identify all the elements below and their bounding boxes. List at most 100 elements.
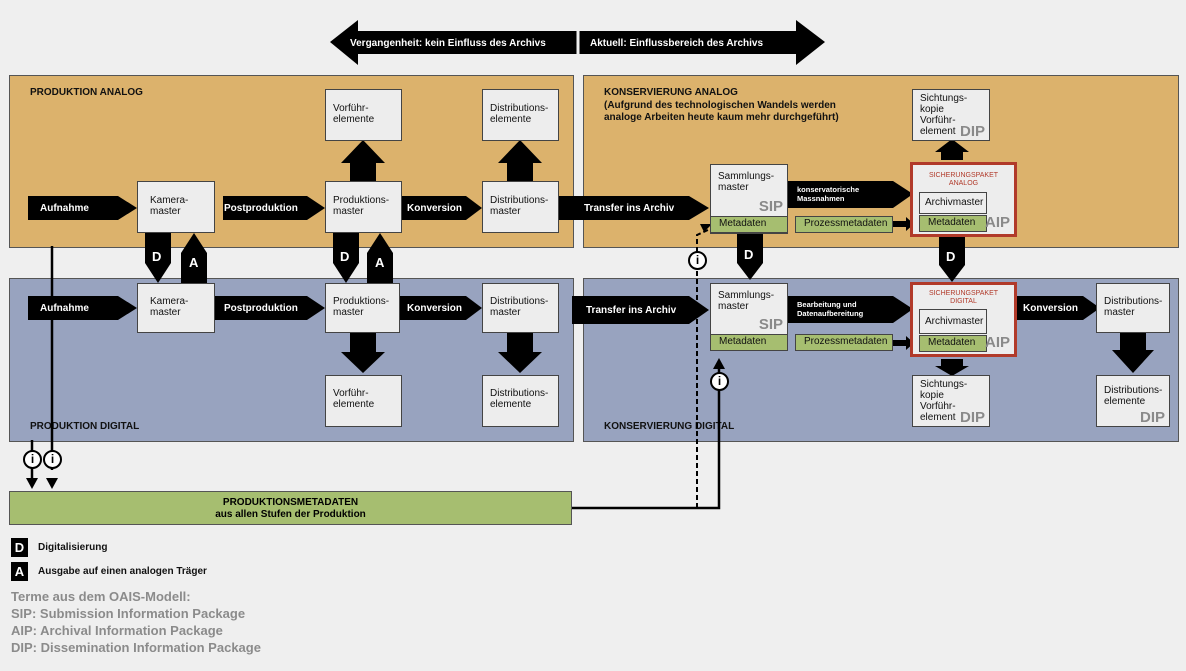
sicherungspaket-title-1: SICHERUNGSPAKET xyxy=(928,290,999,297)
prozessmetadaten-analog: Prozessmetadaten xyxy=(795,216,893,233)
panel-note-line1: (Aufgrund des technologischen Wandels we… xyxy=(604,100,836,111)
meta-line-analog-dashed xyxy=(696,228,711,508)
text: master xyxy=(718,301,749,312)
text: Distributions- xyxy=(1104,296,1163,307)
produktionsmetadaten-title: PRODUKTIONSMETADATEN xyxy=(222,497,359,508)
arrow-konversion-digital xyxy=(400,296,482,320)
text: Vorführ- xyxy=(333,388,369,399)
label-bearb-1: Bearbeitung und xyxy=(797,300,857,309)
label-konversion-digital: Konversion xyxy=(407,303,463,314)
letter-d-sammlung: D xyxy=(744,247,754,262)
arrow-d-produktion xyxy=(333,233,359,283)
metadaten-aip-analog: Metadaten xyxy=(919,215,987,232)
metadaten-sip-digital: Metadaten xyxy=(710,334,788,351)
info-circle-1: i xyxy=(23,450,42,469)
arrow-postproduktion-analog xyxy=(223,196,325,220)
text: elemente xyxy=(1104,396,1146,407)
arrow-down-sicht-digital xyxy=(935,359,969,376)
aip-tag: AIP xyxy=(984,334,1010,351)
box-kameramaster-digital: Kamera-master xyxy=(137,283,215,333)
arrow-bearbeitung xyxy=(788,296,913,323)
timeline-present-label: Aktuell: Einflussbereich des Archivs xyxy=(590,38,764,49)
oais-aip: AIP: Archival Information Package xyxy=(11,623,223,638)
panel-title-produktion-analog: PRODUKTION ANALOG xyxy=(30,87,143,98)
meta-line-digital xyxy=(572,367,721,510)
produktionsmetadaten-sub: aus allen Stufen der Produktion xyxy=(215,509,366,520)
box-distributionselemente-digital: Distributions-elemente xyxy=(482,375,559,427)
text: master xyxy=(490,307,521,318)
timeline-past-label: Vergangenheit: kein Einfluss des Archivs xyxy=(350,38,546,49)
text: element xyxy=(920,412,956,423)
box-produktionsmaster-digital: Produktions-master xyxy=(325,283,400,333)
box-produktionsmaster-analog: Produktions-master xyxy=(325,181,402,233)
label-transfer-digital: Transfer ins Archiv xyxy=(586,305,677,316)
letter-d-aip: D xyxy=(946,249,956,264)
text: elemente xyxy=(333,399,375,410)
text: Distributions- xyxy=(490,195,549,206)
arrow-prozessmeta-analog xyxy=(888,217,914,231)
text: Sammlungs- xyxy=(718,171,775,182)
arrow-a-produktion xyxy=(367,233,393,283)
text: element xyxy=(920,126,956,137)
dip-tag: DIP xyxy=(959,409,985,426)
letter-a-produktion: A xyxy=(375,255,385,270)
label-aufnahme-digital: Aufnahme xyxy=(40,303,89,314)
sicherungspaket-title-2: ANALOG xyxy=(948,180,979,187)
prozessmetadaten-digital: Prozessmetadaten xyxy=(795,334,893,351)
text: elemente xyxy=(333,114,375,125)
label-postproduktion-digital: Postproduktion xyxy=(224,303,298,314)
text: master xyxy=(718,182,749,193)
text: Produktions- xyxy=(333,195,390,206)
text: master xyxy=(150,206,181,217)
label-transfer-analog: Transfer ins Archiv xyxy=(584,203,675,214)
box-distributionsmaster-analog: Distributions-master xyxy=(482,181,559,233)
arrow-down-vorfuehr xyxy=(341,333,385,373)
text: kopie xyxy=(920,390,944,401)
metadaten-aip-digital: Metadaten xyxy=(919,335,987,352)
text: Distributions- xyxy=(490,388,549,399)
dip-tag: DIP xyxy=(1139,409,1165,426)
text: Produktions- xyxy=(333,296,390,307)
arrow-up-sicht-analog xyxy=(935,139,969,160)
meta-arrowhead-2 xyxy=(46,478,58,489)
meta-arrowhead-1 xyxy=(26,478,38,489)
metadaten-sip-analog: Metadaten xyxy=(710,216,788,233)
aip-analog: SICHERUNGSPAKET ANALOG Archivmaster Meta… xyxy=(910,162,1017,237)
info-circle-analog: i xyxy=(688,251,707,270)
arrow-aufnahme-analog xyxy=(28,196,137,220)
text: Vorführ- xyxy=(920,115,956,126)
box-vorfuehrelemente-digital: Vorführ-elemente xyxy=(325,375,402,427)
meta-arrowhead-analog xyxy=(700,224,712,232)
box-distributionsmaster-kd: Distributions-master xyxy=(1096,283,1170,333)
text: Kamera- xyxy=(150,296,189,307)
sicherungspaket-title-2: DIGITAL xyxy=(950,298,977,305)
panel-title-konservierung-digital: KONSERVIERUNG DIGITAL xyxy=(604,421,735,432)
oais-dip: DIP: Dissemination Information Package xyxy=(11,640,261,655)
arrow-transfer-analog xyxy=(559,196,709,220)
arrow-aufnahme-digital xyxy=(28,296,137,320)
arrow-konversion-analog xyxy=(402,196,482,220)
meta-arrowhead-digital xyxy=(713,358,725,369)
arrow-up-distel xyxy=(498,140,542,181)
archivmaster-analog: Archivmaster xyxy=(919,192,987,214)
text: Distributions- xyxy=(490,296,549,307)
arrow-prozessmeta-digital xyxy=(888,336,914,350)
text: Sichtungs- xyxy=(920,379,968,390)
text: elemente xyxy=(490,399,532,410)
text: Kamera- xyxy=(150,195,189,206)
text: elemente xyxy=(490,114,532,125)
sip-tag: SIP xyxy=(758,316,783,333)
text: kopie xyxy=(920,104,944,115)
arrow-down-distel xyxy=(498,333,542,373)
oais-heading: Terme aus dem OAIS-Modell: xyxy=(11,589,191,604)
legend-a-text: Ausgabe auf einen analogen Träger xyxy=(38,566,207,577)
box-distributionsmaster-digital: Distributions-master xyxy=(482,283,559,333)
text: master xyxy=(150,307,181,318)
arrow-d-kamera xyxy=(145,233,171,283)
legend-d-text: Digitalisierung xyxy=(38,542,108,553)
text: Distributions- xyxy=(1104,385,1163,396)
arrow-a-kamera xyxy=(181,233,207,283)
label-aufnahme-analog: Aufnahme xyxy=(40,203,89,214)
